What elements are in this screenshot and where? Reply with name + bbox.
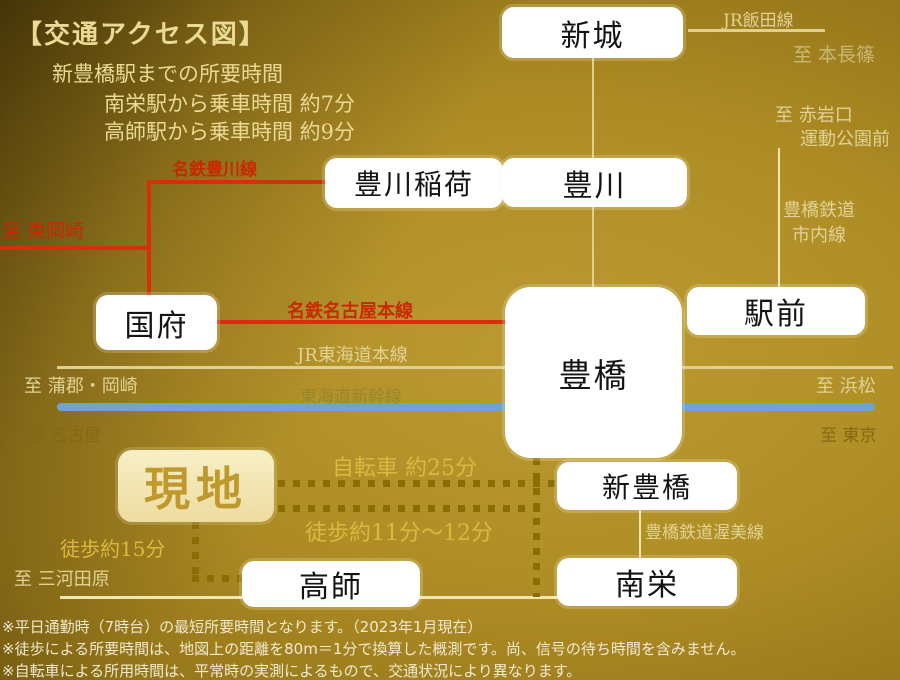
label-walk-time-11-12: 徒歩約11分〜12分 <box>305 521 493 546</box>
meitetsu-toyokawa-line <box>147 180 327 184</box>
jr-iida-line-segment <box>592 58 594 158</box>
jr-tokaido-line-west <box>57 366 507 369</box>
toyotetsu-city-line <box>778 148 780 287</box>
footnote-3: ※自転車による所用時間は、平常時の実測によるもので、交通状況により異なります。 <box>2 662 582 680</box>
station-box-minamiei: 南栄 <box>557 558 737 606</box>
label-toyotetsu-city-line-2: 市内線 <box>792 225 846 246</box>
label-to-nagoya: 至 名古屋 <box>28 426 102 446</box>
station-box-toyokawa-inari: 豊川稲荷 <box>325 158 503 208</box>
walk-route-dotted-line-to-takashi <box>192 575 244 582</box>
toyotetsu-atsumi-line-segment <box>639 510 641 558</box>
label-walk-time-15: 徒歩約15分 <box>60 537 166 561</box>
site-location-box: 現地 <box>118 450 274 522</box>
station-box-ekimae: 駅前 <box>687 287 865 335</box>
jr-iida-line <box>688 29 825 32</box>
meitetsu-line-segment <box>0 246 150 250</box>
label-meitetsu-toyokawa-line: 名鉄豊川線 <box>172 160 257 180</box>
label-to-hamamatsu: 至 浜松 <box>816 376 876 397</box>
station-box-toyokawa: 豊川 <box>502 158 687 207</box>
station-box-shinshiro: 新城 <box>502 7 683 58</box>
footnote-1: ※平日通勤時（7時台）の最短所要時間となります。（2023年1月現在） <box>2 618 483 636</box>
tokaido-shinkansen-line <box>57 403 875 411</box>
label-to-honnagashino: 至 本長篠 <box>793 44 876 66</box>
label-meitetsu-nagoya-main-line: 名鉄名古屋本線 <box>287 301 413 322</box>
label-to-akaiwaguchi: 至 赤岩口 <box>775 105 853 126</box>
walk-route-dotted-line <box>278 505 540 512</box>
jr-iida-line-segment <box>592 207 594 287</box>
label-to-tokyo: 至 東京 <box>820 426 877 446</box>
intro-line-3: 高師駅から乗車時間 約9分 <box>104 120 356 144</box>
label-to-higashi-okazaki: 至 東岡崎 <box>2 220 85 242</box>
footnote-2: ※徒歩による所要時間は、地図上の距離を80m＝1分で換算した概測です。尚、信号の… <box>2 640 746 658</box>
label-bicycle-time: 自転車 約25分 <box>332 456 477 481</box>
label-toyotetsu-city-line: 豊橋鉄道 市内線 <box>783 198 855 248</box>
page-title: 【交通アクセス図】 <box>16 20 267 50</box>
intro-line-1: 新豊橋駅までの所要時間 <box>52 62 283 86</box>
route-dotted-line-vertical <box>533 458 540 597</box>
label-toyotetsu-atsumi-line: 豊橋鉄道渥美線 <box>645 523 764 543</box>
station-box-shin-toyohashi: 新豊橋 <box>557 462 737 510</box>
intro-line-2: 南栄駅から乗車時間 約7分 <box>104 92 356 116</box>
label-to-gamagori-okazaki: 至 蒲郡・岡崎 <box>24 376 138 397</box>
meitetsu-nagoya-main-line <box>215 320 507 324</box>
label-toyotetsu-city-line-1: 豊橋鉄道 <box>783 200 855 221</box>
label-to-mikawa-tahara: 至 三河田原 <box>14 569 110 590</box>
walk-route-dotted-line-vertical <box>192 522 199 578</box>
label-undokoenmae: 運動公園前 <box>800 129 890 150</box>
label-jr-iida-line: JR飯田線 <box>723 11 794 31</box>
label-jr-tokaido-line: JR東海道本線 <box>297 345 408 366</box>
station-box-kou: 国府 <box>96 295 217 350</box>
station-box-toyohashi: 豊橋 <box>505 287 682 458</box>
label-tokaido-shinkansen: 東海道新幹線 <box>300 387 402 407</box>
meitetsu-line-segment <box>147 180 151 295</box>
station-box-takashi: 高師 <box>242 561 420 607</box>
jr-tokaido-line-east <box>680 366 893 369</box>
bicycle-route-dotted-line <box>278 480 558 487</box>
